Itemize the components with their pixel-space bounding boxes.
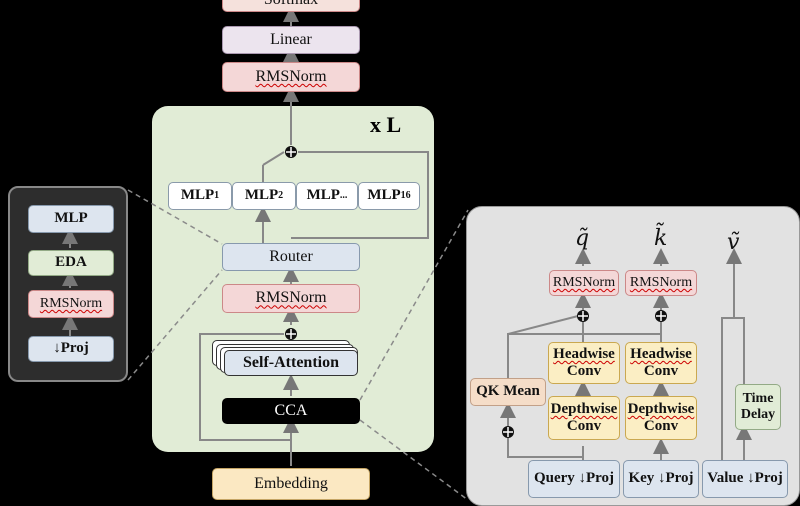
v-tilde-symbol: ṽ xyxy=(727,230,740,255)
linear-label: Linear xyxy=(270,30,312,48)
depthwise-conv-q-box: Depthwise Conv xyxy=(548,396,620,440)
k-tilde-symbol: k̃ xyxy=(654,226,668,251)
qk-mean-box: QK Mean xyxy=(470,378,546,406)
mlp-expert-1-label: MLP xyxy=(180,187,215,204)
depthwise-conv-k-box: Depthwise Conv xyxy=(625,396,697,440)
detail-proj-label: ↓Proj xyxy=(53,340,89,357)
query-proj-label: Query ↓Proj xyxy=(533,470,615,487)
time-delay-line1: Time xyxy=(742,390,774,406)
qk-mean-label: QK Mean xyxy=(476,383,540,400)
mlp-expert-16-label: MLP xyxy=(367,187,401,204)
detail-proj-box: ↓Proj xyxy=(28,336,114,362)
block-rmsnorm-label: RMSNorm xyxy=(255,289,327,307)
headwise-q-line1: Headwise xyxy=(553,345,615,362)
depthwise-k-line1: Depthwise xyxy=(627,400,695,417)
rmsnorm-q-box: RMSNorm xyxy=(549,270,619,296)
embedding-box: Embedding xyxy=(212,468,370,500)
q-tilde-symbol: q̃ xyxy=(575,226,590,251)
key-proj-box: Key ↓Proj xyxy=(623,460,699,498)
rmsnorm-q-label: RMSNorm xyxy=(552,274,616,290)
mlp-expert-2-label: MLP xyxy=(244,187,279,204)
key-proj-label: Key ↓Proj xyxy=(628,470,694,487)
depthwise-k-line2: Conv xyxy=(643,418,679,434)
mlp-expert-dots-sub: ... xyxy=(339,190,348,202)
detail-mlp-label: MLP xyxy=(54,210,88,227)
block-rmsnorm-box: RMSNorm xyxy=(222,284,360,313)
detail-mlp-box: MLP xyxy=(28,205,114,233)
headwise-conv-q-box: Headwise Conv xyxy=(548,342,620,384)
detail-eda-label: EDA xyxy=(55,254,87,271)
time-delay-line2: Delay xyxy=(740,407,776,422)
mlp-expert-dots-label: MLP xyxy=(306,187,340,204)
cca-label: CCA xyxy=(274,401,308,419)
time-delay-box: Time Delay xyxy=(735,384,781,430)
mlp-expert-1-sub: 1 xyxy=(214,190,220,202)
headwise-k-line2: Conv xyxy=(643,363,679,379)
rmsnorm-k-box: RMSNorm xyxy=(625,270,697,296)
top-rmsnorm-label: RMSNorm xyxy=(255,67,327,85)
linear-box: Linear xyxy=(222,26,360,54)
headwise-conv-k-box: Headwise Conv xyxy=(625,342,697,384)
mlp-expert-dots: MLP... xyxy=(296,182,358,210)
router-label: Router xyxy=(269,247,313,265)
query-proj-box: Query ↓Proj xyxy=(528,460,620,498)
router-box: Router xyxy=(222,243,360,271)
headwise-k-line1: Headwise xyxy=(630,345,692,362)
top-rmsnorm-box: RMSNorm xyxy=(222,62,360,92)
self-attention-label: Self-Attention xyxy=(243,353,339,371)
self-attention-box: Self-Attention xyxy=(224,350,358,376)
embedding-label: Embedding xyxy=(254,474,328,492)
depthwise-q-line2: Conv xyxy=(566,418,602,434)
softmax-box: Softmax xyxy=(222,0,360,12)
detail-rmsnorm-label: RMSNorm xyxy=(39,295,103,311)
cca-box: CCA xyxy=(222,398,360,424)
depthwise-q-line1: Depthwise xyxy=(550,400,618,417)
detail-rmsnorm-box: RMSNorm xyxy=(28,290,114,318)
rmsnorm-k-label: RMSNorm xyxy=(629,274,693,290)
detail-eda-box: EDA xyxy=(28,250,114,276)
mlp-expert-2-sub: 2 xyxy=(278,190,284,202)
mlp-expert-16-sub: 16 xyxy=(400,190,411,202)
softmax-label: Softmax xyxy=(264,0,318,9)
headwise-q-line2: Conv xyxy=(566,363,602,379)
value-proj-label: Value ↓Proj xyxy=(707,470,783,487)
value-proj-box: Value ↓Proj xyxy=(702,460,788,498)
repeat-label: x L xyxy=(370,112,402,137)
